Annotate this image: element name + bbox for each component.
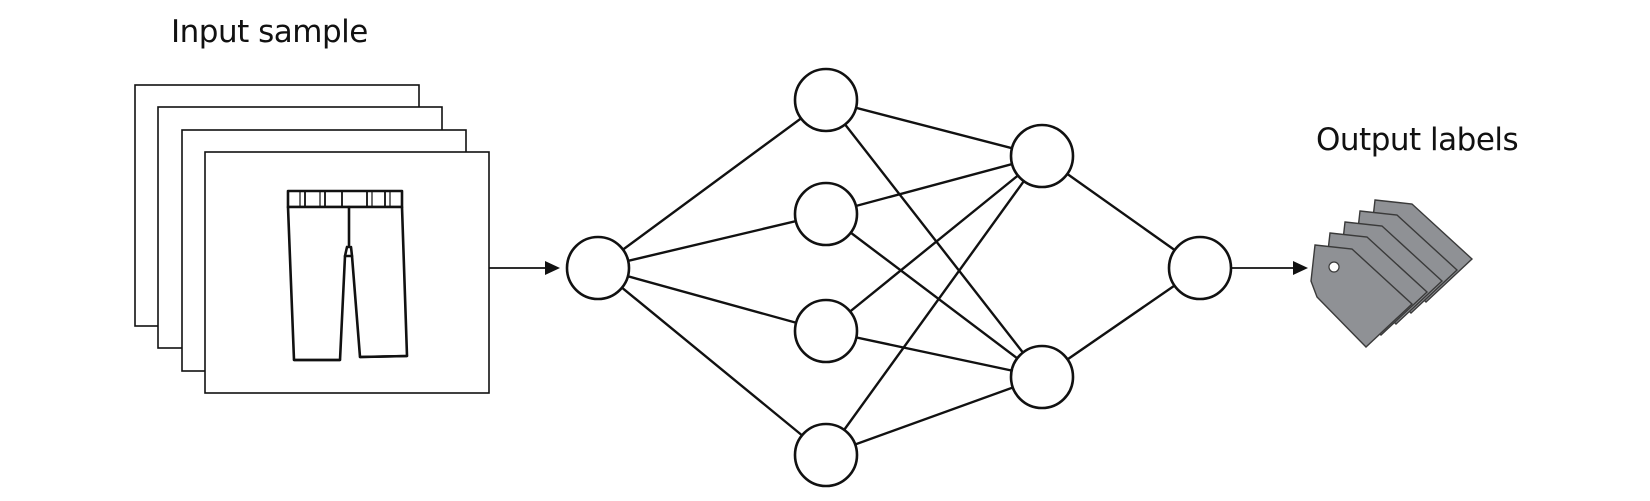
edge: [597, 99, 827, 269]
edge: [825, 155, 1043, 332]
hidden1-node-1: [793, 67, 859, 133]
hidden2-node-1: [1009, 123, 1075, 189]
edge: [597, 267, 827, 456]
network-nodes: [565, 67, 1233, 488]
network-edges: [597, 98, 1201, 457]
hidden2-node-2: [1009, 344, 1075, 410]
edge: [597, 266, 827, 333]
trousers-icon: [286, 189, 409, 362]
output-node: [1167, 235, 1233, 301]
hidden1-node-2: [793, 181, 859, 247]
hidden1-node-3: [793, 298, 859, 364]
edge: [825, 155, 1043, 456]
edge: [825, 154, 1043, 216]
input-card-1: [204, 151, 490, 394]
edge: [825, 375, 1043, 457]
edge: [825, 329, 1043, 379]
edge: [825, 99, 1043, 378]
edge: [825, 213, 1043, 378]
input-node: [565, 235, 631, 301]
price-tag-icon: [1310, 199, 1474, 348]
input-sample-stack: [134, 84, 490, 394]
hidden1-node-4: [793, 422, 859, 488]
input-arrow: [489, 261, 560, 275]
edge: [825, 98, 1043, 158]
input-sample-label: Input sample: [171, 14, 368, 50]
output-labels-label: Output labels: [1316, 122, 1519, 158]
edge: [597, 212, 827, 270]
output-arrow: [1231, 261, 1308, 275]
